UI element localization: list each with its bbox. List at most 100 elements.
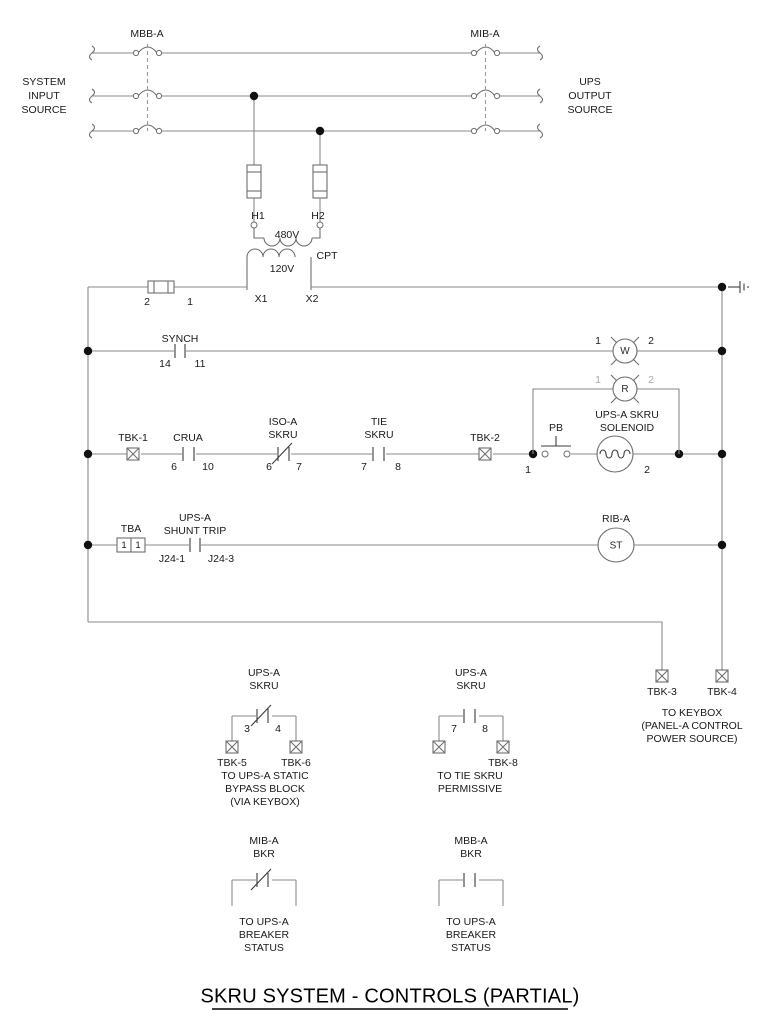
system-input-source-line1: SYSTEM — [22, 76, 65, 88]
junction-node-shunt-left — [83, 540, 93, 550]
contact-synch[interactable]: SYNCH 14 11 — [159, 333, 205, 370]
diagram-title-group: SKRU SYSTEM - CONTROLS (PARTIAL) — [200, 985, 579, 1010]
contact-crua-right-number: 10 — [202, 461, 214, 473]
ups-output-source-line3: SOURCE — [568, 104, 613, 116]
indicator-lamp-white-terminal-right: 2 — [648, 335, 654, 347]
terminal-tbk-8: TBK-8 — [488, 740, 518, 769]
terminal-group-static-bypass: UPS-A SKRU 3 4 TBK-5 TBK-6 TO UPS-A STAT… — [217, 667, 311, 808]
terminal-tbk-2-label: TBK-2 — [470, 432, 500, 444]
breaker-status-mib-a-note-line2: BREAKER — [239, 929, 290, 941]
breaker-mib-a[interactable]: MIB-A — [470, 28, 501, 135]
cpt-primary-taps — [249, 91, 325, 165]
solenoid-terminal-1-label: 1 — [525, 464, 531, 476]
static-bypass-device-line1: UPS-A — [248, 667, 280, 679]
terminal-tie-permissive-left — [432, 740, 446, 754]
diagram-title: SKRU SYSTEM - CONTROLS (PARTIAL) — [200, 985, 579, 1007]
junction-node-synch-left — [83, 346, 93, 356]
cpt-terminal-x1-label: X1 — [255, 293, 268, 305]
terminal-tbk-6: TBK-6 — [281, 740, 311, 769]
contact-mib-a-bkr[interactable] — [250, 868, 272, 891]
rung-synch: SYNCH 14 11 W 1 2 — [83, 333, 727, 370]
contact-tie-skru[interactable]: TIE SKRU 7 8 — [361, 416, 401, 473]
indicator-lamp-white-symbol: W — [620, 346, 630, 357]
contact-static-bypass-left-number: 3 — [244, 723, 250, 735]
terminal-tbk-4-label: TBK-4 — [707, 686, 737, 698]
cpt-secondary-voltage-label: 120V — [270, 263, 295, 275]
cpt-primary-voltage-label: 480V — [275, 229, 300, 241]
cpt-primary-fuse-left — [246, 164, 262, 222]
rung-skru-solenoid: TBK-1 CRUA 6 10 ISO-A SKRU 6 7 TIE SKRU … — [83, 374, 727, 476]
contact-crua-label: CRUA — [173, 432, 203, 444]
contact-mbb-a-bkr[interactable] — [463, 873, 476, 887]
indicator-lamp-red-symbol: R — [621, 384, 628, 395]
cpt-name-label: CPT — [317, 250, 339, 262]
cpt-terminal-h2-label: H2 — [311, 210, 325, 222]
phase-line-2 — [88, 88, 544, 104]
junction-node-shunt-right — [717, 540, 727, 550]
contact-shunt-trip[interactable]: UPS-A SHUNT TRIP J24-1 J24-3 — [159, 512, 234, 565]
indicator-lamp-white-terminal-left: 1 — [595, 335, 601, 347]
contact-static-bypass-right-number: 4 — [275, 723, 281, 735]
tie-permissive-note-line2: PERMISSIVE — [438, 783, 502, 795]
junction-node-ground — [717, 282, 727, 292]
solenoid-label-line1: UPS-A SKRU — [595, 409, 659, 421]
contact-tie-skru-left-number: 7 — [361, 461, 367, 473]
indicator-lamp-red-terminal-left: 1 — [595, 374, 601, 386]
relay-rib-a-symbol: ST — [610, 541, 623, 552]
cpt-primary-fuse-right — [312, 164, 328, 222]
keybox-terminals: TBK-3 TBK-4 TO KEYBOX (PANEL-A CONTROL P… — [641, 669, 743, 745]
junction-node-synch-right — [717, 346, 727, 356]
ups-output-source-line2: OUTPUT — [568, 90, 612, 102]
static-bypass-note-line2: BYPASS BLOCK — [225, 783, 305, 795]
terminal-tbk-6-label: TBK-6 — [281, 757, 311, 769]
terminal-tbk-1: TBK-1 — [118, 432, 148, 461]
breaker-mbb-a[interactable]: MBB-A — [130, 28, 164, 135]
contact-static-bypass[interactable]: 3 4 — [244, 704, 281, 735]
terminal-tbk-4: TBK-4 — [707, 669, 737, 698]
contact-synch-left-number: 14 — [159, 358, 171, 370]
junction-node-skru-right — [717, 449, 727, 459]
breaker-status-mbb-a-label-line1: MBB-A — [454, 835, 487, 847]
tie-permissive-device-line1: UPS-A — [455, 667, 487, 679]
terminal-tba: 1 1 TBA — [116, 523, 146, 553]
junction-node-phase2 — [249, 91, 259, 101]
solenoid-terminal-2-label: 2 — [644, 464, 650, 476]
cpt-terminal-h1-label: H1 — [251, 210, 265, 222]
tie-permissive-device-line2: SKRU — [456, 680, 485, 692]
contact-crua[interactable]: CRUA 6 10 — [171, 432, 214, 473]
breaker-status-mbb-a: MBB-A BKR TO UPS-A BREAKER STATUS — [438, 835, 504, 954]
solenoid-label-line2: SOLENOID — [600, 422, 655, 434]
ups-output-source-label: UPS OUTPUT SOURCE — [568, 76, 613, 116]
indicator-lamp-white[interactable]: W 1 2 — [595, 335, 654, 366]
cpt-terminal-x2-label: X2 — [306, 293, 319, 305]
breaker-status-mbb-a-note-line3: STATUS — [451, 942, 491, 954]
system-input-source-line2: INPUT — [28, 90, 60, 102]
contact-iso-a-skru[interactable]: ISO-A SKRU 6 7 — [266, 416, 302, 473]
static-bypass-note-line3: (VIA KEYBOX) — [230, 796, 299, 808]
terminal-tbk-5-label: TBK-5 — [217, 757, 247, 769]
breaker-status-mib-a-label-line2: BKR — [253, 848, 275, 860]
contact-synch-right-number: 11 — [195, 358, 206, 370]
terminal-tba-box1: 1 — [121, 540, 126, 551]
breaker-status-mib-a: MIB-A BKR TO UPS-A BREAKER STATUS — [231, 835, 297, 954]
static-bypass-device-line2: SKRU — [249, 680, 278, 692]
indicator-lamp-red-branch: R 1 2 — [532, 374, 680, 454]
solenoid-coil[interactable]: 2 UPS-A SKRU SOLENOID — [595, 409, 659, 476]
contact-tie-permissive[interactable]: 7 8 — [451, 709, 488, 735]
terminal-tbk-2: TBK-2 — [470, 432, 500, 461]
terminal-tbk-5: TBK-5 — [217, 740, 247, 769]
breaker-status-mbb-a-label-line2: BKR — [460, 848, 482, 860]
pushbutton-pb[interactable]: PB — [541, 422, 571, 458]
junction-node-phase3 — [315, 126, 325, 136]
breaker-status-mbb-a-note-line2: BREAKER — [446, 929, 497, 941]
terminal-tbk-3: TBK-3 — [647, 669, 677, 698]
contact-shunt-trip-label-line2: SHUNT TRIP — [164, 525, 227, 537]
relay-rib-a[interactable]: ST RIB-A — [597, 513, 635, 563]
ground-symbol — [717, 281, 749, 293]
contact-shunt-trip-label-line1: UPS-A — [179, 512, 211, 524]
indicator-lamp-red[interactable]: R 1 2 — [595, 374, 654, 404]
breaker-status-mib-a-note-line1: TO UPS-A — [239, 916, 288, 928]
contact-crua-left-number: 6 — [171, 461, 177, 473]
breaker-mib-a-label: MIB-A — [470, 28, 499, 40]
terminal-tbk-3-label: TBK-3 — [647, 686, 677, 698]
